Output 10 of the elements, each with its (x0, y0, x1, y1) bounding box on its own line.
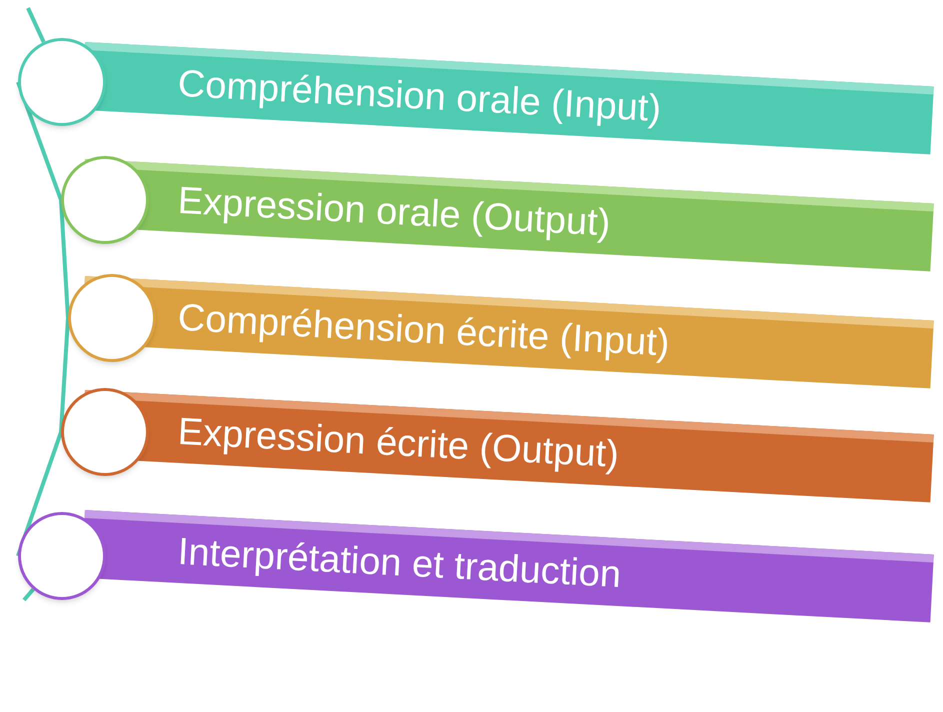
connector-line (22, 588, 35, 602)
bar-label: Expression écrite (Output) (176, 410, 620, 478)
connector-line (26, 7, 46, 43)
bar-label: Compréhension orale (Input) (176, 62, 662, 132)
bar-label: Interprétation et traduction (176, 530, 622, 598)
connector-line (16, 431, 63, 557)
bar-label: Compréhension écrite (Input) (176, 296, 671, 367)
bar-label: Expression orale (Output) (176, 179, 612, 247)
connector-line (59, 318, 70, 432)
connector-line (59, 200, 70, 318)
